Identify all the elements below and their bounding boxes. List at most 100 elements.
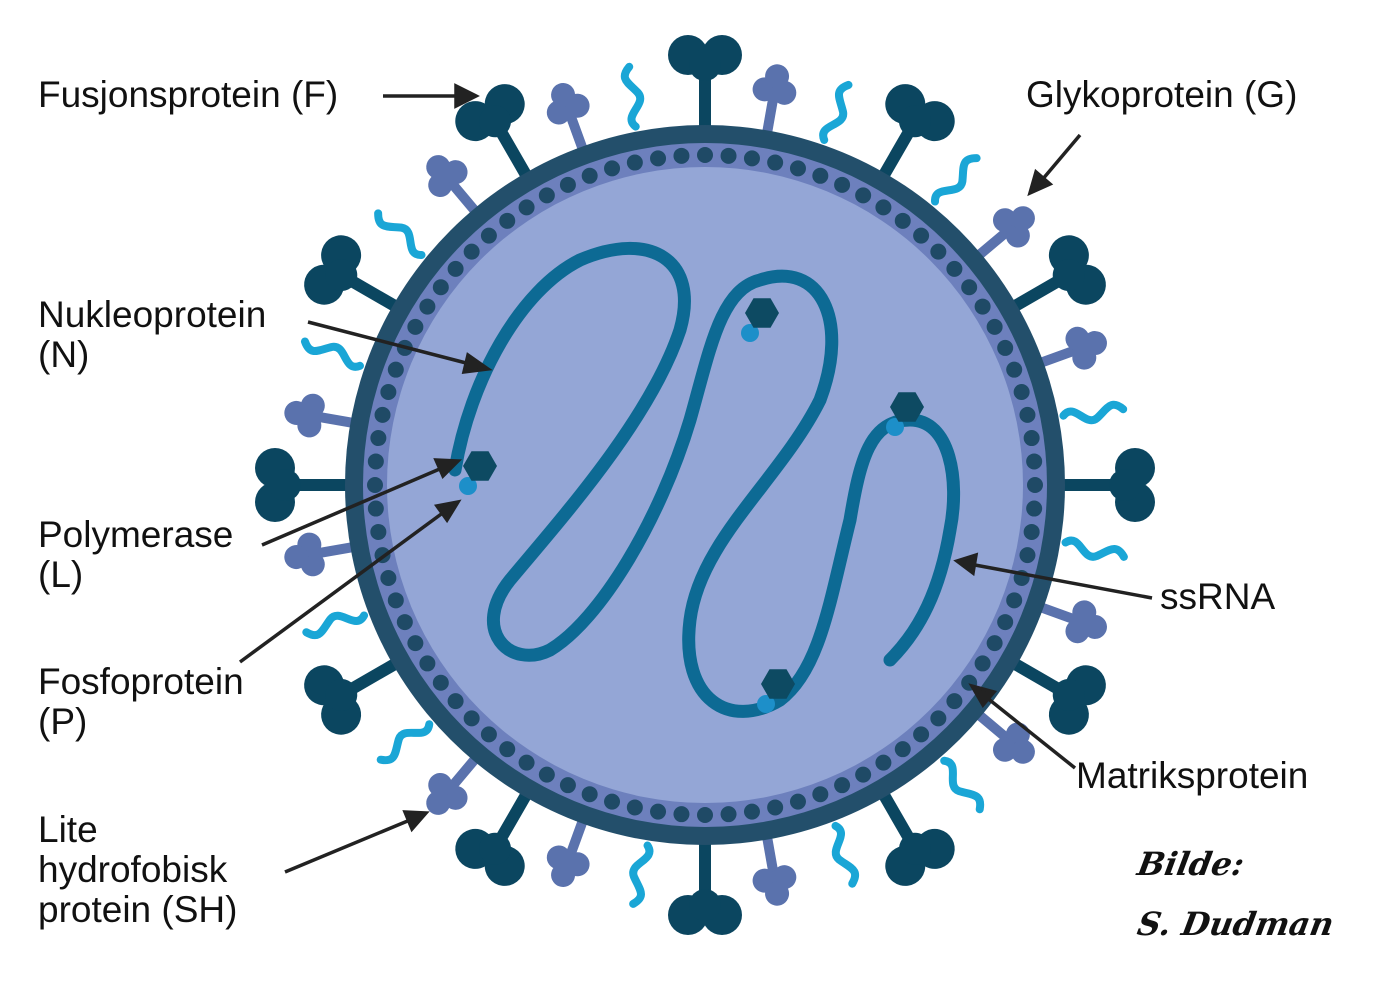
fusion-protein <box>668 35 742 127</box>
matrix-protein-dot <box>374 406 391 423</box>
matrix-protein-dot <box>974 655 991 672</box>
matrix-protein-dot <box>855 187 872 204</box>
matrix-protein-dot <box>855 766 872 783</box>
matrix-protein-dot <box>626 154 643 171</box>
matrix-protein-dot <box>1023 430 1040 447</box>
matrix-protein-dot <box>767 154 784 171</box>
matrix-protein-dot <box>432 279 449 296</box>
polymerase <box>761 669 795 699</box>
polymerase-complex <box>886 392 924 436</box>
matrix-protein-dot <box>946 693 963 710</box>
matrix-protein-dot <box>1026 453 1043 470</box>
matrix-protein-dot <box>894 212 911 229</box>
glycoprotein <box>1036 326 1107 370</box>
matrix-protein-dot <box>930 243 947 260</box>
glycoprotein <box>752 833 797 906</box>
matrix-protein-dot <box>720 147 737 164</box>
fusion-protein <box>304 235 398 312</box>
matrix-protein-dot <box>370 430 387 447</box>
glycoprotein <box>973 206 1035 261</box>
matrix-protein-dot <box>396 614 413 631</box>
surface-proteins <box>255 35 1155 935</box>
matrix-protein-dot <box>834 777 851 794</box>
label-ssrna: ssRNA <box>1160 576 1276 617</box>
arrow-nucleo <box>307 320 471 366</box>
label-glycoprotein: Glykoprotein (G) <box>1026 74 1298 115</box>
arrow-matrix <box>984 695 1077 770</box>
credit-line-2: S. Dudman <box>1134 905 1337 943</box>
matrix-protein-dot <box>789 160 806 177</box>
matrix-protein-dot <box>367 453 384 470</box>
phosphoprotein <box>741 324 759 342</box>
fusion-protein <box>878 792 955 886</box>
glycoprotein <box>284 532 357 577</box>
matrix-protein-dot <box>463 710 480 727</box>
matrix-protein-dot <box>697 807 713 823</box>
matrix-protein-dot <box>407 635 424 652</box>
matrix-protein-dot <box>697 147 713 163</box>
matrix-protein-dot <box>559 777 576 794</box>
matrix-protein-dot <box>626 799 643 816</box>
sh-protein <box>819 80 853 144</box>
matrix-protein-dot <box>767 799 784 816</box>
matrix-protein-dot <box>673 147 690 164</box>
glycoprotein <box>1036 600 1107 644</box>
matrix-protein-dot <box>447 260 464 277</box>
matrix-protein-dot <box>913 227 930 244</box>
matrix-protein-dot <box>1027 477 1043 493</box>
fusion-protein <box>455 792 532 886</box>
matrix-protein-dot <box>997 614 1014 631</box>
polymerase <box>890 392 924 422</box>
label-phosphoprotein: Fosfoprotein (P) <box>38 661 244 742</box>
sh-protein <box>302 611 369 640</box>
matrix-protein-dot <box>1006 361 1023 378</box>
polymerase <box>463 451 497 481</box>
matrix-protein-dot <box>559 176 576 193</box>
matrix-protein-dot <box>812 786 829 803</box>
matrix-protein-dot <box>913 726 930 743</box>
fusion-protein <box>878 84 955 178</box>
fusion-protein <box>255 448 347 522</box>
arrow-sh <box>284 818 411 874</box>
arrows <box>238 83 1153 874</box>
matrix-protein-dot <box>875 199 892 216</box>
matrix-protein-dot <box>538 187 555 204</box>
matrix-protein-dot <box>380 569 397 586</box>
fusion-protein <box>1063 448 1155 522</box>
glycoprotein <box>284 393 357 438</box>
matrix-protein-dot <box>581 167 598 184</box>
matrix-protein-dot <box>1019 406 1036 423</box>
sh-protein <box>1061 536 1128 561</box>
arrow-fosfo <box>238 510 446 664</box>
virus-interior <box>387 167 1023 803</box>
matrix-protein-dot <box>743 803 760 820</box>
label-nucleoprotein: Nukleoprotein (N) <box>38 294 267 375</box>
matrix-protein-dot <box>650 803 667 820</box>
label-fusion-protein: Fusjonsprotein (F) <box>38 74 339 115</box>
phosphoprotein <box>459 477 477 495</box>
matrix-protein-dot <box>447 693 464 710</box>
matrix-protein-dot <box>581 786 598 803</box>
matrix-protein-dot <box>518 754 535 771</box>
matrix-protein-dot <box>499 741 516 758</box>
fusion-protein <box>455 84 532 178</box>
label-sh-protein: Lite hydrofobisk protein (SH) <box>38 809 238 930</box>
phosphoprotein <box>886 418 904 436</box>
matrix-protein-dot <box>499 212 516 229</box>
matrix-protein-dot <box>463 243 480 260</box>
sh-protein <box>376 720 434 765</box>
glycoprotein <box>426 753 481 815</box>
matrix-protein-dot <box>930 710 947 727</box>
matrix-protein-dot <box>834 176 851 193</box>
matrix-protein-dot <box>604 160 621 177</box>
matrix-protein-dot <box>367 500 384 517</box>
sh-protein <box>1059 400 1128 425</box>
arrow-ssrna <box>974 563 1153 600</box>
polymerase-complex <box>741 298 779 342</box>
matrix-protein-dot <box>518 199 535 216</box>
fusion-protein <box>1012 658 1106 735</box>
matrix-protein-dot <box>367 477 383 493</box>
matrix-protein-dot <box>673 806 690 823</box>
matrix-protein-dot <box>407 318 424 335</box>
glycoprotein <box>546 83 590 154</box>
